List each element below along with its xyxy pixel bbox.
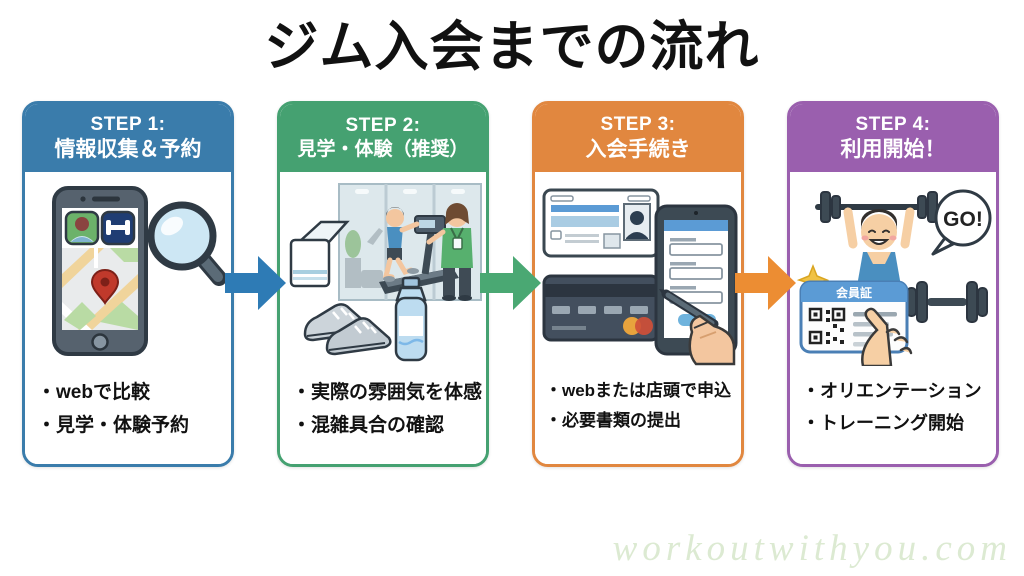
flow-arrow-2-icon xyxy=(480,256,541,310)
membership-card-icon: 会員証 xyxy=(799,280,909,354)
step-3-header: STEP 3: 入会手続き xyxy=(535,104,741,172)
step-card-1: STEP 1: 情報収集＆予約 xyxy=(22,101,234,467)
step-1-header: STEP 1: 情報収集＆予約 xyxy=(25,104,231,172)
smartphone-map-magnifier-illustration xyxy=(25,178,231,370)
step-4-bullets: ・オリエンテーション ・トレーニング開始 xyxy=(802,376,990,439)
smartphone-icon xyxy=(52,186,226,356)
pointing-hand-icon xyxy=(861,307,913,366)
sneakers-icon xyxy=(303,303,392,356)
bullet: ・見学・体験予約 xyxy=(37,415,190,437)
step-2-bullets: ・実際の雰囲気を体感 ・混雑具合の確認 xyxy=(292,376,483,443)
step-2-heading: 見学・体験（推奨） xyxy=(297,139,469,160)
step-4-heading: 利用開始！ xyxy=(840,137,946,161)
magnifier-icon xyxy=(147,201,226,286)
step-1-label: STEP 1: xyxy=(90,114,166,135)
step-1-heading: 情報収集＆予約 xyxy=(54,137,202,161)
step-2-label: STEP 2: xyxy=(345,115,421,137)
credit-card-icon xyxy=(542,274,660,342)
go-text: GO! xyxy=(943,208,983,231)
signup-documents-illustration xyxy=(535,178,741,370)
step-4-body: GO! 会員証 xyxy=(790,172,996,464)
step-1-bullets: ・webで比較 ・見学・体験予約 xyxy=(37,376,225,443)
bullet: ・webで比較 xyxy=(37,382,150,403)
towel-icon xyxy=(289,220,350,288)
step-1-body: ・webで比較 ・見学・体験予約 xyxy=(25,172,231,464)
tablet-form-icon xyxy=(654,204,738,356)
step-card-2: STEP 2: 見学・体験（推奨） xyxy=(277,101,489,467)
bullet: ・実際の雰囲気を体感 xyxy=(292,382,483,403)
flow-arrow-3-icon xyxy=(735,256,796,310)
page-title: ジム入会までの流れ xyxy=(264,17,760,77)
qr-code-icon xyxy=(808,307,846,345)
bullet: ・オリエンテーション xyxy=(802,381,982,401)
go-speech-bubble: GO! xyxy=(931,189,992,256)
step-3-label: STEP 3: xyxy=(600,114,676,135)
signing-hand-icon xyxy=(659,289,736,366)
step-card-3: STEP 3: 入会手続き xyxy=(532,101,744,467)
gym-tour-illustration xyxy=(280,178,486,370)
flow-arrow-1-icon xyxy=(225,256,286,310)
water-bottle-icon xyxy=(394,276,428,362)
bullet: ・webまたは店頭で申込 xyxy=(545,381,732,400)
start-training-illustration: GO! 会員証 xyxy=(790,178,996,370)
step-3-body: ・webまたは店頭で申込 ・必要書類の提出 xyxy=(535,172,741,464)
dumbbell-icon xyxy=(906,281,988,323)
step-2-header: STEP 2: 見学・体験（推奨） xyxy=(280,104,486,172)
step-4-label: STEP 4: xyxy=(855,114,931,135)
bullet: ・トレーニング開始 xyxy=(802,412,964,433)
watermark: workoutwithyou.com xyxy=(612,528,1012,569)
step-card-4: STEP 4: 利用開始！ xyxy=(787,101,999,467)
bullet: ・必要書類の提出 xyxy=(545,410,681,430)
step-3-heading: 入会手続き xyxy=(585,137,691,161)
step-2-body: ・実際の雰囲気を体感 ・混雑具合の確認 xyxy=(280,172,486,464)
member-card-title: 会員証 xyxy=(836,285,872,300)
step-4-header: STEP 4: 利用開始！ xyxy=(790,104,996,172)
step-3-bullets: ・webまたは店頭で申込 ・必要書類の提出 xyxy=(545,376,735,436)
weightlifter-icon xyxy=(815,191,943,286)
id-card-icon xyxy=(542,188,660,258)
bullet: ・混雑具合の確認 xyxy=(292,415,445,437)
